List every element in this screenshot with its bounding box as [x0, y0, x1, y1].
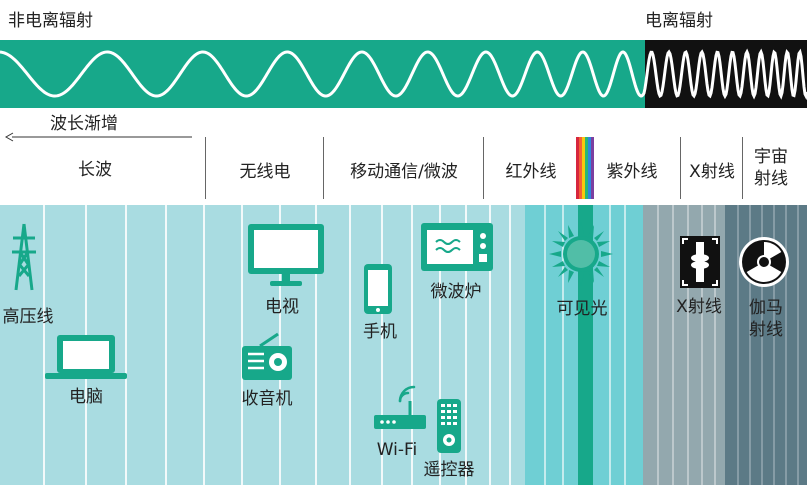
microwave-icon [421, 223, 493, 271]
sun-icon [549, 222, 613, 286]
visible-light-label: 可见光 [556, 299, 608, 319]
band-label-longwave: 长波 [78, 160, 112, 180]
gamma-label: 伽马射线 [749, 298, 783, 340]
xray-knee-icon [680, 236, 720, 288]
band-label-cosmic: 宇宙射线 [754, 147, 788, 189]
band-label-mobile-microwave: 移动通信/微波 [350, 162, 458, 182]
left-arrow-icon [4, 132, 192, 142]
tv-icon [248, 224, 324, 286]
wifi-label: Wi-Fi [376, 440, 418, 460]
visible-spectrum-strip [576, 137, 594, 199]
laptop-icon [45, 335, 127, 379]
radio-label: 收音机 [241, 389, 293, 409]
band-label-ultraviolet: 紫外线 [606, 162, 658, 182]
band-label-xray: X射线 [689, 162, 735, 182]
ionizing-label: 电离辐射 [645, 11, 713, 31]
wifi-router-icon [374, 385, 426, 429]
wave-bar [0, 40, 807, 108]
power-line-label: 高压线 [2, 307, 54, 327]
band-divider [323, 137, 324, 199]
band-label-radio: 无线电 [239, 162, 291, 182]
band-divider [742, 137, 743, 199]
phone-label: 手机 [363, 322, 397, 342]
computer-label: 电脑 [69, 387, 103, 407]
band-divider [205, 137, 206, 199]
radiation-icon [739, 237, 789, 287]
remote-control-icon [437, 399, 461, 453]
xray-label: X射线 [676, 297, 722, 317]
radio-icon [242, 332, 292, 380]
wavelength-label: 波长渐增 [50, 114, 118, 134]
phone-icon [364, 264, 392, 314]
remote-label: 遥控器 [423, 460, 475, 480]
power-tower-icon [12, 223, 36, 291]
microwave-label: 微波炉 [430, 282, 482, 302]
band-divider [680, 137, 681, 199]
band-divider [483, 137, 484, 199]
tv-label: 电视 [265, 297, 299, 317]
wave-line [0, 48, 807, 101]
non-ionizing-label: 非电离辐射 [8, 11, 93, 31]
band-label-infrared: 红外线 [505, 162, 557, 182]
